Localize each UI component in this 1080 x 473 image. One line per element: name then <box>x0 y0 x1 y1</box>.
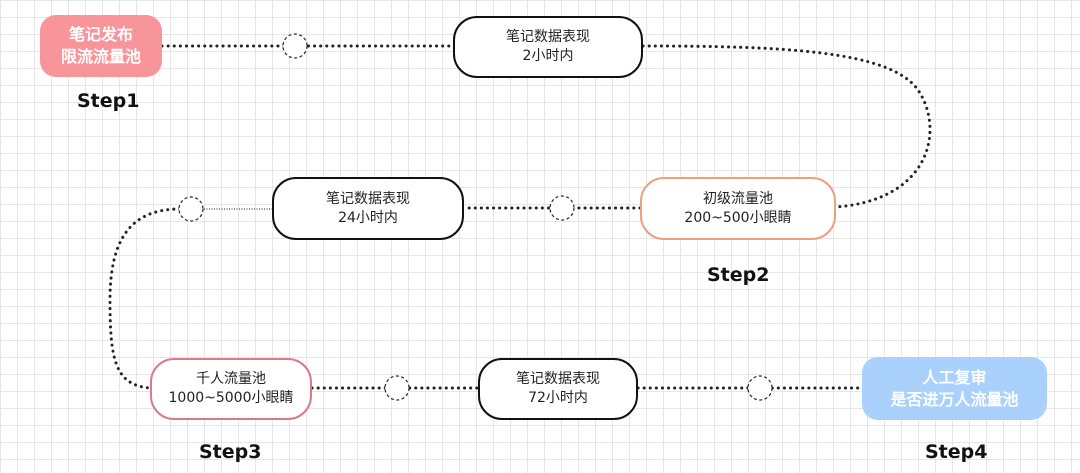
data-72h-node: 笔记数据表现 72小时内 <box>478 358 638 420</box>
manual-review-line1: 人工复审 <box>922 367 987 387</box>
junction-dot <box>384 375 410 401</box>
connector-2h-to-initial <box>641 44 932 209</box>
initial-pool-line2: 200~500小眼睛 <box>684 209 792 226</box>
manual-review-line2: 是否进万人流量池 <box>890 389 1019 409</box>
step3-label: Step3 <box>199 441 262 463</box>
initial-pool-node: 初级流量池 200~500小眼睛 <box>640 177 836 240</box>
step1-label: Step1 <box>77 90 140 112</box>
junction-dot <box>178 196 204 222</box>
data-24h-node: 笔记数据表现 24小时内 <box>272 177 464 240</box>
data-24h-line1: 笔记数据表现 <box>326 190 410 207</box>
data-2h-line2: 2小时内 <box>522 48 574 64</box>
data-72h-line1: 笔记数据表现 <box>516 371 600 387</box>
publish-node: 笔记发布 限流流量池 <box>40 15 162 77</box>
thousand-pool-line2: 1000~5000小眼睛 <box>168 390 294 406</box>
data-2h-line1: 笔记数据表现 <box>506 29 590 45</box>
junction-dot <box>282 33 308 59</box>
step2-label: Step2 <box>707 264 770 286</box>
junction-dot <box>747 375 773 401</box>
publish-line1: 笔记发布 <box>68 25 133 44</box>
manual-review-node: 人工复审 是否进万人流量池 <box>862 357 1047 420</box>
connector-24h-to-thousand <box>108 207 182 390</box>
data-24h-line2: 24小时内 <box>338 209 398 226</box>
junction-dot <box>549 195 575 221</box>
publish-line2: 限流流量池 <box>60 47 141 66</box>
thousand-pool-node: 千人流量池 1000~5000小眼睛 <box>150 358 312 420</box>
initial-pool-line1: 初级流量池 <box>703 190 773 207</box>
thousand-pool-line1: 千人流量池 <box>196 371 266 387</box>
step4-label: Step4 <box>925 441 988 463</box>
data-2h-node: 笔记数据表现 2小时内 <box>453 16 643 78</box>
data-72h-line2: 72小时内 <box>528 390 588 406</box>
